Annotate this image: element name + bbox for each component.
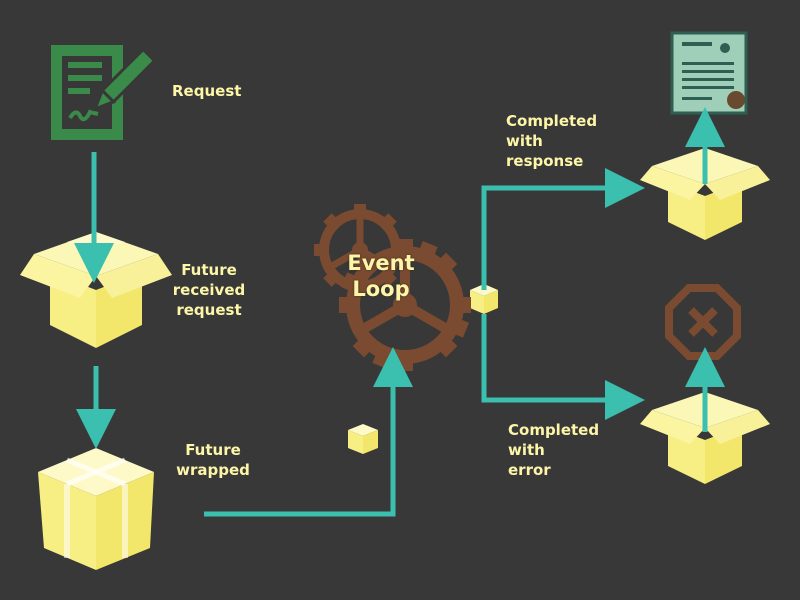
small-cube-icon	[348, 424, 378, 454]
completed-response-label: Completed with response	[506, 112, 598, 170]
x-octagon-icon	[665, 284, 741, 360]
document-pen-icon	[51, 45, 157, 140]
arrow-loop-to-response	[481, 168, 645, 290]
certificate-document-icon	[670, 31, 748, 115]
arrow-wrapped-to-loop	[204, 347, 413, 517]
future-received-label: Future received request	[172, 261, 246, 319]
open-box-icon	[20, 232, 172, 348]
arrows	[74, 107, 725, 517]
completed-error-label: Completed with error	[508, 421, 600, 479]
event-loop-label: Event Loop	[347, 251, 415, 301]
wrapped-gift-box-icon	[38, 448, 154, 570]
request-label: Request	[172, 82, 242, 100]
future-wrapped-label: Future wrapped	[176, 441, 250, 479]
arrow-loop-to-error	[481, 314, 645, 420]
